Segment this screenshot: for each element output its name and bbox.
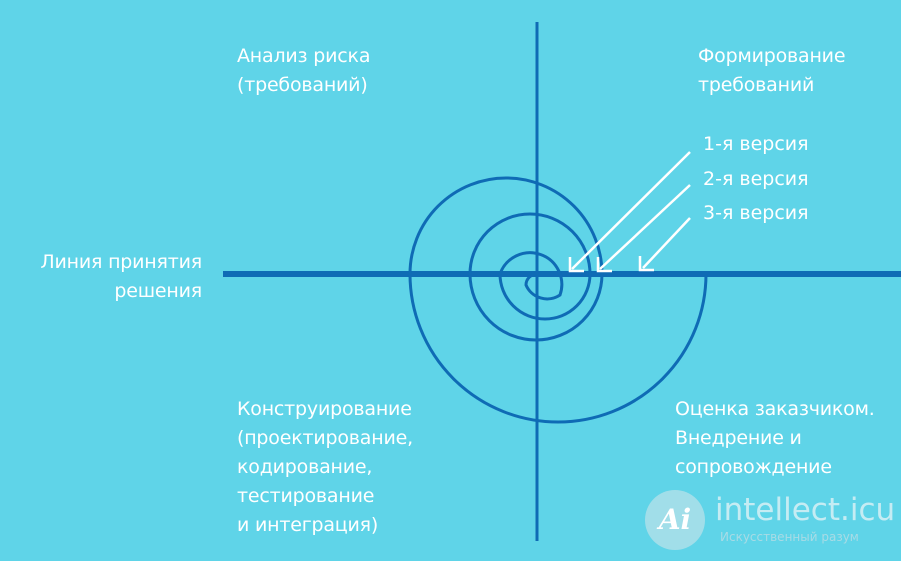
version-label-1: 1-я версия bbox=[703, 133, 809, 155]
watermark-logo-icon bbox=[645, 490, 705, 550]
version-arrows bbox=[568, 151, 691, 273]
label-risk-analysis: Анализ риска (требований) bbox=[237, 45, 371, 96]
arrowhead-3 bbox=[638, 256, 654, 272]
watermark-subtitle: Искусственный разум bbox=[720, 530, 859, 544]
label-decision-line: Линия принятия решения bbox=[40, 251, 202, 302]
version-label-2: 2-я версия bbox=[703, 168, 809, 190]
watermark-title: intellect.icu bbox=[715, 492, 896, 528]
label-construction: Конструирование (проектирование, кодиров… bbox=[237, 398, 413, 536]
watermark-logo-letter: Ai bbox=[658, 503, 692, 536]
label-requirements-formation: Формирование требований bbox=[698, 45, 846, 96]
arrowhead-2 bbox=[596, 257, 612, 273]
arrow-1 bbox=[571, 151, 691, 270]
arrow-3 bbox=[642, 217, 691, 269]
label-customer-evaluation: Оценка заказчиком. Внедрение и сопровожд… bbox=[675, 398, 875, 478]
spiral bbox=[408, 176, 708, 424]
version-label-3: 3-я версия bbox=[703, 202, 809, 224]
arrow-2 bbox=[599, 184, 691, 270]
watermark: Ai intellect.icu Искусственный разум bbox=[645, 490, 895, 550]
arrowhead-1 bbox=[568, 257, 584, 273]
